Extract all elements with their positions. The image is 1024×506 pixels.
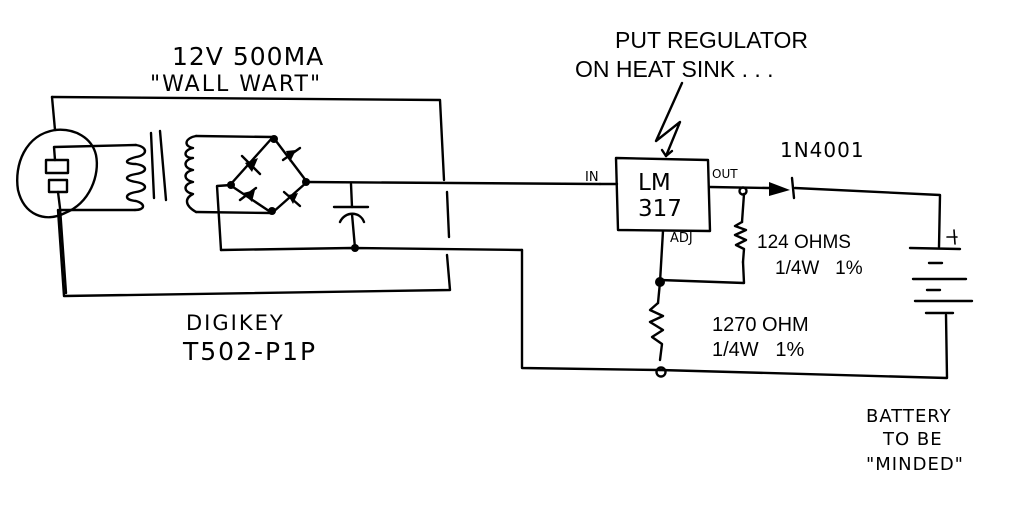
heat-sink-note-line1: PUT REGULATOR bbox=[615, 27, 808, 53]
r2-value-label: 1270 OHM bbox=[712, 314, 809, 336]
pin-adj-label: ADJ bbox=[670, 231, 693, 246]
r1-rating-label: 1/4W 1% bbox=[775, 258, 863, 279]
output-line bbox=[708, 185, 942, 249]
battery-note-line1: BATTERY bbox=[866, 406, 952, 427]
lm317-regulator bbox=[598, 81, 712, 233]
heat-sink-note-line2: ON HEAT SINK . . . bbox=[575, 56, 774, 82]
capacitor-icon bbox=[332, 182, 370, 252]
battery-icon bbox=[908, 229, 974, 315]
transformer-icon bbox=[149, 129, 275, 215]
diode-1n4001-icon bbox=[769, 176, 796, 200]
transformer-vendor-label: DIGIKEY bbox=[186, 311, 285, 335]
resistor-r1-icon bbox=[658, 192, 748, 285]
diode-part-label: 1N4001 bbox=[780, 138, 865, 162]
regulator-name-label: LM bbox=[638, 170, 671, 196]
battery-note-line2: TO BE bbox=[882, 429, 943, 450]
regulator-number-label: 317 bbox=[638, 196, 682, 222]
pin-in-label: IN bbox=[585, 170, 599, 185]
resistor-r2-icon bbox=[648, 229, 949, 380]
pin-out-label: OUT bbox=[712, 167, 738, 181]
battery-note-line3: "MINDED" bbox=[866, 454, 964, 475]
transformer-part-label: T502-P1P bbox=[182, 337, 317, 366]
r1-value-label: 124 OHMS bbox=[757, 232, 851, 253]
wall-wart-enclosure bbox=[50, 95, 452, 298]
r2-rating-label: 1/4W 1% bbox=[712, 339, 804, 361]
ac-plug-icon bbox=[16, 128, 147, 295]
bridge-rectifier-icon bbox=[215, 135, 310, 252]
wall-wart-label: "WALL WART" bbox=[150, 72, 322, 97]
supply-rating-label: 12V 500MA bbox=[172, 42, 324, 71]
